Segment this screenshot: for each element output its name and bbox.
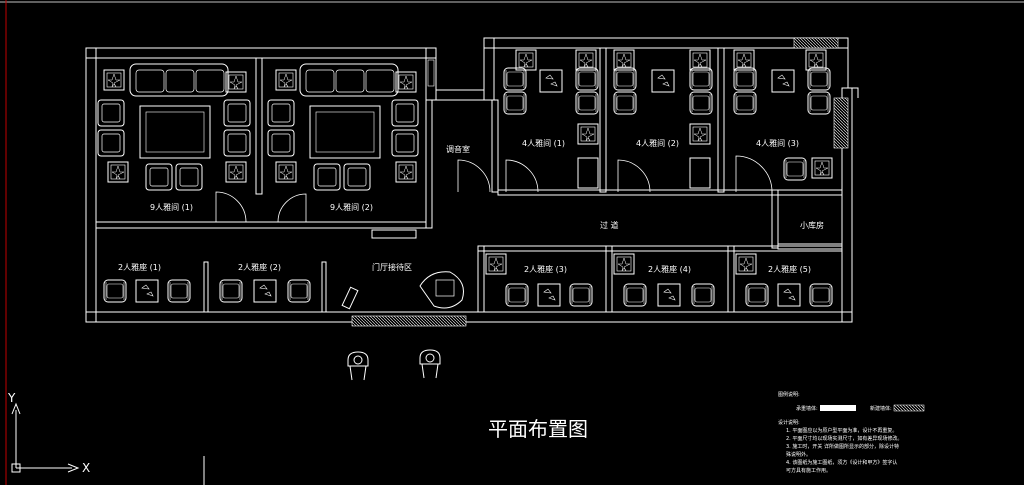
- legend-solid-swatch: [820, 405, 856, 411]
- legend: 图例说明: 承重墙体: 新建墙体:: [778, 391, 925, 412]
- lobby-label: 门厅接待区: [372, 262, 412, 272]
- tiaoyin-room-label: 调音室: [446, 144, 470, 154]
- legend-hatch-swatch: [893, 404, 925, 412]
- note-line: 2. 平面尺寸均以现场实测尺寸，如有差异现场修改。: [786, 435, 902, 442]
- note-line: 1. 平面图应以为原户型平面为准，设计不再重复。: [786, 427, 897, 434]
- design-notes: 设计说明: 1. 平面图应以为原户型平面为准，设计不再重复。 2. 平面尺寸均以…: [778, 419, 902, 474]
- room-9-2-furniture: 9人雅间 (2): [267, 63, 419, 212]
- seat-2-3-label: 2人雅座 (3): [524, 264, 567, 274]
- room-9-1-label: 9人雅间 (1): [150, 202, 193, 212]
- note-line: 4. 该图纸为施工图纸，须方《设计和甲方》签字认: [786, 459, 897, 466]
- seat-2-2-furniture: 2人雅座 (2): [219, 262, 311, 303]
- drawing-title: 平面布置图: [488, 417, 588, 441]
- room-4-3-furniture: 4人雅间 (3): [733, 49, 833, 181]
- x-axis-label: X: [82, 461, 90, 475]
- room-9-1-furniture: 9人雅间 (1): [97, 63, 251, 212]
- people-figures: [347, 349, 441, 381]
- note-line: 殊说明外。: [786, 451, 811, 458]
- legend-heading: 图例说明:: [778, 391, 800, 398]
- seat-2-4-furniture: 2人雅座 (4): [613, 253, 715, 307]
- seat-2-5-furniture: 2人雅座 (5): [735, 253, 833, 307]
- y-axis-label: Y: [7, 391, 16, 405]
- room-4-1-furniture: 4人雅间 (1): [503, 49, 599, 189]
- legend-solid-label: 承重墙体:: [796, 405, 818, 412]
- seat-2-1-furniture: 2人雅座 (1): [103, 262, 191, 303]
- seat-2-2-label: 2人雅座 (2): [238, 262, 281, 272]
- doors: [215, 155, 773, 223]
- note-line: 3. 施工时，开关 详所做图所显示的部分，除设计特: [786, 443, 899, 450]
- walls: [85, 37, 859, 327]
- room-4-2-furniture: 4人雅间 (2): [613, 49, 713, 189]
- seat-2-4-label: 2人雅座 (4): [648, 264, 691, 274]
- legend-hatch-label: 新建墙体:: [870, 405, 892, 412]
- room-4-3-label: 4人雅间 (3): [756, 138, 799, 148]
- room-9-2-label: 9人雅间 (2): [330, 202, 373, 212]
- notes-heading: 设计说明:: [778, 419, 800, 426]
- note-line: 可方具有施工作用。: [786, 467, 831, 474]
- lobby-furniture: 门厅接待区: [341, 262, 464, 310]
- corridor-label: 过 道: [600, 220, 619, 230]
- seat-2-5-label: 2人雅座 (5): [768, 264, 811, 274]
- storage-room-label: 小库房: [800, 220, 824, 230]
- ucs-axis-icon: [11, 402, 80, 473]
- seat-2-1-label: 2人雅座 (1): [118, 262, 161, 272]
- seat-2-3-furniture: 2人雅座 (3): [485, 253, 593, 307]
- room-4-1-label: 4人雅间 (1): [522, 138, 565, 148]
- room-4-2-label: 4人雅间 (2): [636, 138, 679, 148]
